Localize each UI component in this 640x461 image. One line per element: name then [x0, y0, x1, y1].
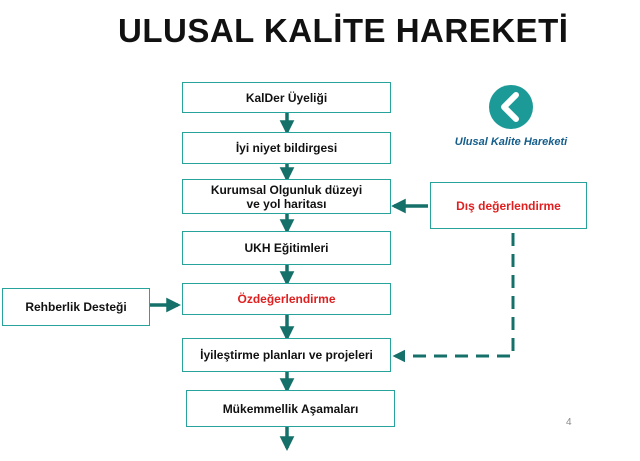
flow-step-goodwill-declaration: İyi niyet bildirgesi	[182, 132, 391, 164]
page-title: ULUSAL KALİTE HAREKETİ	[118, 12, 569, 49]
flow-step-maturity-roadmap: Kurumsal Olgunluk düzeyi ve yol haritası	[182, 179, 391, 214]
flow-step-improvement-plans: İyileştirme planları ve projeleri	[182, 338, 391, 372]
flow-step-self-assessment: Özdeğerlendirme	[182, 283, 391, 315]
mentoring-support-box: Rehberlik Desteği	[2, 288, 150, 326]
flow-step-kalder-membership: KalDer Üyeliği	[182, 82, 391, 113]
flow-step-excellence-stages: Mükemmellik Aşamaları	[186, 390, 395, 427]
ukh-logo-text: Ulusal Kalite Hareketi	[454, 136, 568, 148]
page-number: 4	[566, 417, 572, 428]
feedback-dashed-arrow	[392, 233, 515, 363]
flow-step-ukh-trainings: UKH Eğitimleri	[182, 231, 391, 265]
external-assessment-box: Dış değerlendirme	[430, 182, 587, 229]
ukh-logo-mark-icon	[489, 85, 533, 129]
ukh-logo: Ulusal Kalite Hareketi	[438, 84, 584, 154]
